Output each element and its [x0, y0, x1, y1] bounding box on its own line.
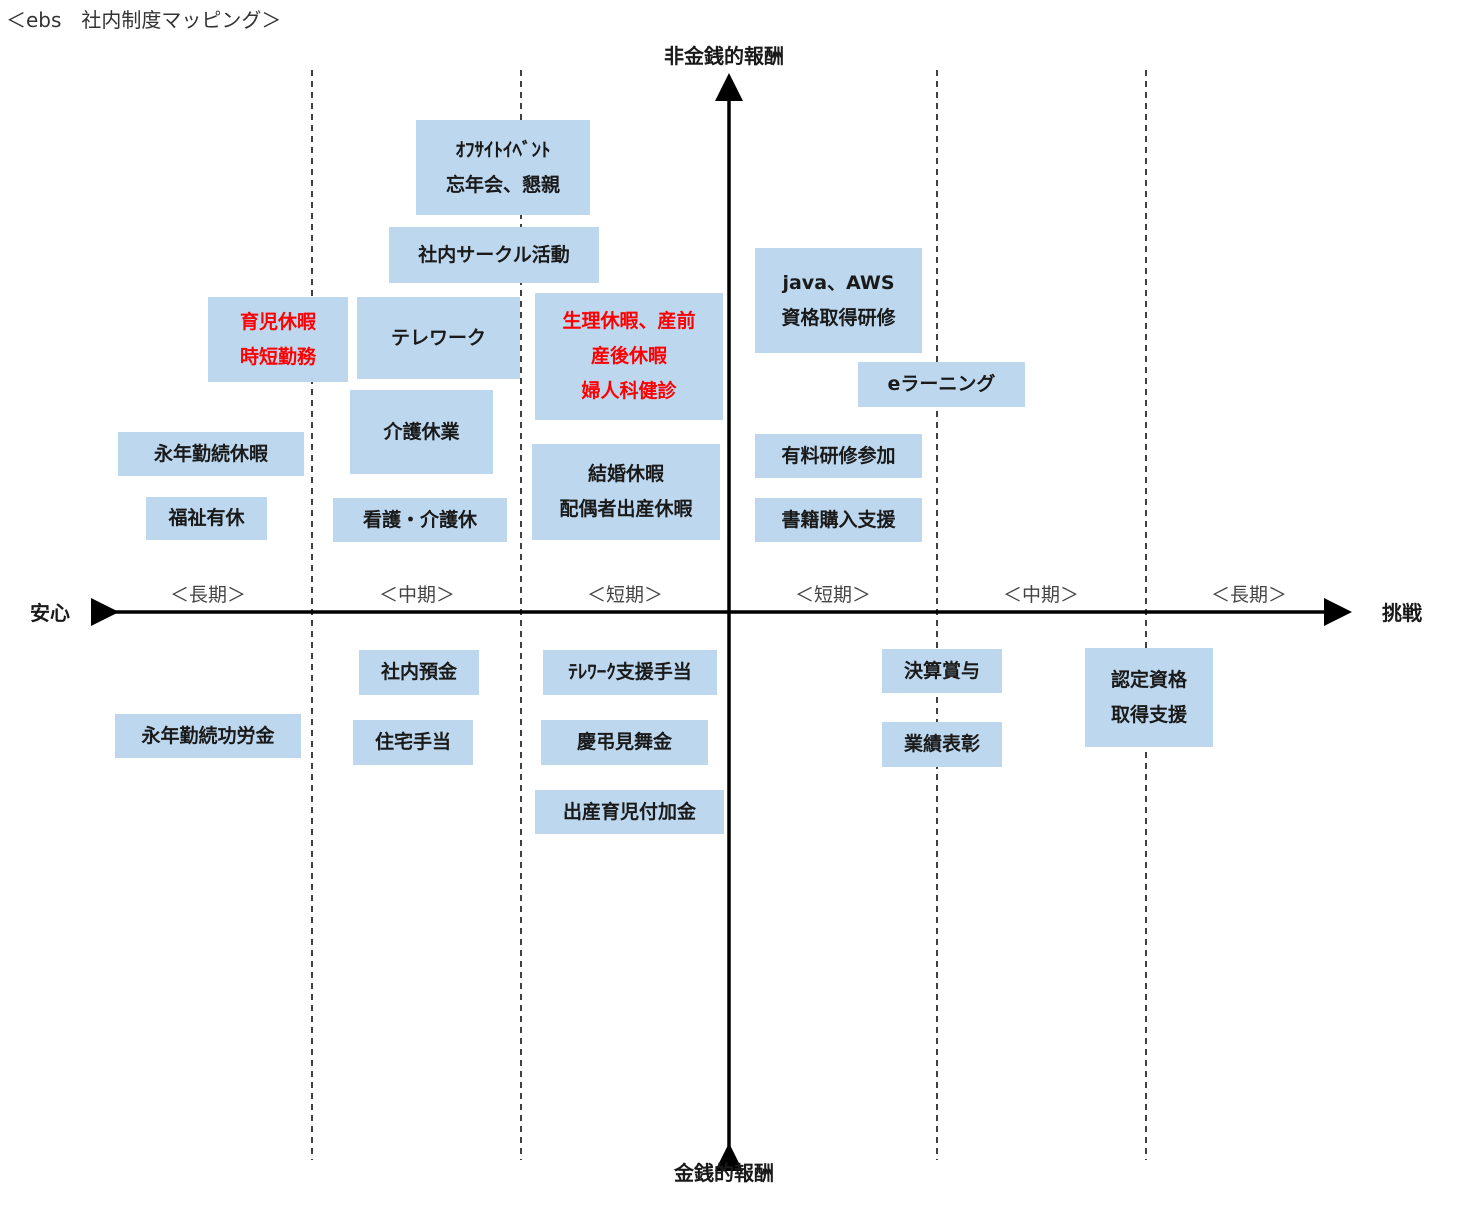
- period-label: ＜長期＞: [169, 584, 246, 606]
- period-label: ＜短期＞: [794, 584, 871, 606]
- box-telework-allowance: ﾃﾚﾜｰｸ支援手当: [543, 650, 717, 695]
- box-elearning: eラーニング: [858, 362, 1025, 407]
- box-line: 認定資格: [1110, 668, 1187, 691]
- axis-label-right: 挑戦: [1382, 601, 1422, 625]
- period-label: ＜短期＞: [586, 584, 663, 606]
- axis-label-bottom: 金銭的報酬: [674, 1161, 774, 1185]
- box-line: 産後休暇: [590, 345, 667, 367]
- period-label: ＜中期＞: [1002, 584, 1079, 606]
- box-performance-award: 業績表彰: [882, 722, 1002, 767]
- box-birth-allowance: 出産育児付加金: [535, 790, 724, 834]
- box-line: 永年勤続休暇: [153, 442, 268, 465]
- box-line: 有料研修参加: [781, 444, 896, 467]
- axes: [91, 73, 1352, 1171]
- box-book-purchase: 書籍購入支援: [755, 498, 922, 542]
- box-line: 忘年会、懇親: [445, 173, 560, 196]
- box-paid-training: 有料研修参加: [755, 434, 922, 478]
- box-line: 出産育児付加金: [562, 800, 696, 823]
- box-line: 慶弔見舞金: [576, 731, 672, 753]
- box-marriage-leave: 結婚休暇 配偶者出産休暇: [532, 444, 720, 540]
- box-line: 社内預金: [380, 661, 457, 683]
- box-line: テレワーク: [390, 326, 486, 349]
- box-line: 永年勤続功労金: [141, 724, 275, 747]
- box-care-leave: 看護・介護休: [333, 498, 507, 542]
- box-line: 業績表彰: [903, 733, 980, 755]
- box-circle-activity: 社内サークル活動: [389, 227, 599, 283]
- box-line: 住宅手当: [374, 731, 451, 753]
- box-housing-allowance: 住宅手当: [353, 720, 473, 765]
- box-line: 結婚休暇: [587, 463, 664, 485]
- box-welfare-leave: 福祉有休: [146, 497, 267, 540]
- box-line: 決算賞与: [903, 659, 980, 682]
- period-label: ＜長期＞: [1210, 584, 1287, 606]
- box-line: 配偶者出産休暇: [559, 498, 693, 520]
- box-menstrual-maternity: 生理休暇、産前 産後休暇 婦人科健診: [535, 293, 723, 420]
- box-nursing-leave: 介護休業: [350, 390, 493, 474]
- page-title: ＜ebs 社内制度マッピング＞: [6, 8, 282, 32]
- box-line: 時短勤務: [239, 345, 316, 368]
- box-line: 取得支援: [1110, 703, 1187, 726]
- box-line: 社内サークル活動: [418, 243, 570, 266]
- box-long-service-award: 永年勤続功労金: [115, 714, 301, 758]
- box-line: 育児休暇: [239, 310, 316, 333]
- box-line: 書籍購入支援: [781, 508, 896, 531]
- box-line: 看護・介護休: [362, 508, 477, 531]
- box-line: java、AWS: [782, 271, 895, 294]
- box-line: 資格取得研修: [781, 306, 896, 329]
- box-line: eラーニング: [887, 373, 996, 395]
- box-line: 介護休業: [383, 420, 460, 443]
- box-offsite-event: ｵﾌｻｲﾄｲﾍﾞﾝﾄ 忘年会、懇親: [416, 120, 590, 215]
- box-settlement-bonus: 決算賞与: [882, 649, 1002, 693]
- box-line: ｵﾌｻｲﾄｲﾍﾞﾝﾄ: [455, 138, 551, 161]
- box-condolence-money: 慶弔見舞金: [541, 720, 708, 765]
- box-telework: テレワーク: [357, 297, 520, 379]
- axis-label-left: 安心: [30, 601, 70, 625]
- box-line: ﾃﾚﾜｰｸ支援手当: [568, 661, 692, 683]
- axis-label-top: 非金銭的報酬: [664, 44, 784, 68]
- box-certification-support: 認定資格 取得支援: [1085, 648, 1213, 747]
- box-childcare: 育児休暇 時短勤務: [208, 297, 348, 382]
- box-line: 福祉有休: [168, 507, 245, 529]
- box-line: 婦人科健診: [581, 380, 677, 402]
- box-java-aws: java、AWS 資格取得研修: [755, 248, 922, 353]
- box-line: 生理休暇、産前: [562, 310, 696, 332]
- box-company-savings: 社内預金: [359, 650, 479, 695]
- period-label: ＜中期＞: [378, 584, 455, 606]
- box-long-service-leave: 永年勤続休暇: [118, 432, 304, 476]
